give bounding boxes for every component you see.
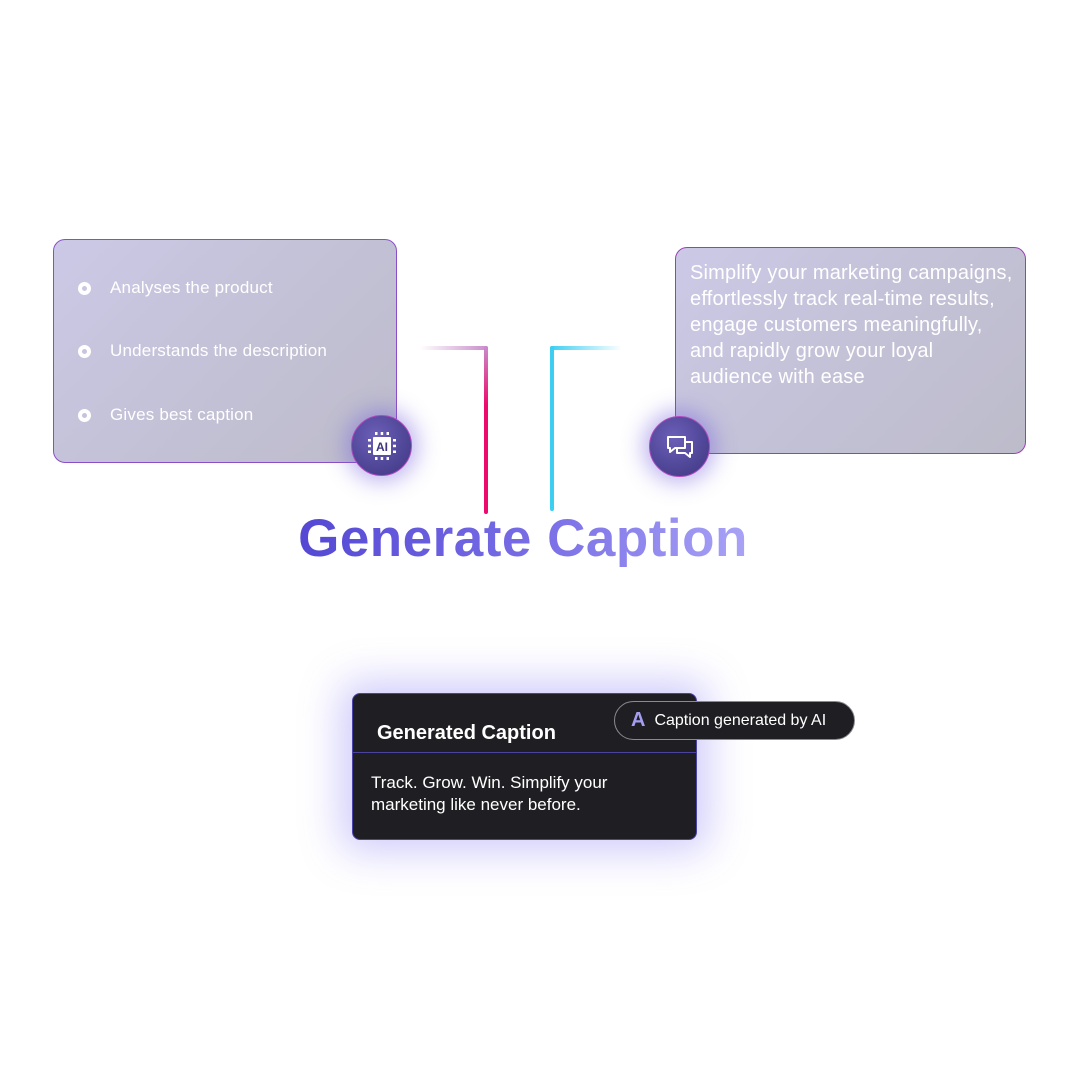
bullet-icon	[78, 408, 91, 422]
feature-item: Understands the description	[78, 341, 327, 361]
ai-logo-icon: A	[631, 709, 646, 731]
ai-chip-icon: AI	[351, 415, 412, 476]
feature-item: Gives best caption	[78, 405, 253, 425]
feature-label: Gives best caption	[110, 405, 254, 424]
page-title: Generate Caption	[298, 509, 748, 568]
feature-label: Understands the description	[110, 341, 328, 360]
divider	[353, 752, 696, 753]
caption-text: Track. Grow. Win. Simplify your marketin…	[371, 773, 608, 814]
features-card: Analyses the product Understands the des…	[53, 239, 397, 463]
pink-connector-line	[484, 346, 488, 514]
bullet-icon	[78, 281, 91, 295]
ai-generated-badge: A Caption generated by AI	[614, 701, 855, 740]
feature-label: Analyses the product	[110, 278, 273, 297]
description-text: Simplify your marketing campaigns, effor…	[690, 262, 1013, 388]
caption-heading: Generated Caption	[377, 722, 556, 744]
feature-item: Analyses the product	[78, 278, 273, 298]
cyan-connector-line	[550, 346, 622, 350]
chat-bubbles-icon	[649, 416, 710, 477]
description-card: Simplify your marketing campaigns, effor…	[675, 247, 1026, 454]
bullet-icon	[78, 344, 91, 358]
badge-label: Caption generated by AI	[654, 711, 827, 729]
pink-connector-line	[420, 346, 488, 350]
cyan-connector-line	[550, 346, 554, 511]
svg-text:AI: AI	[376, 440, 388, 454]
